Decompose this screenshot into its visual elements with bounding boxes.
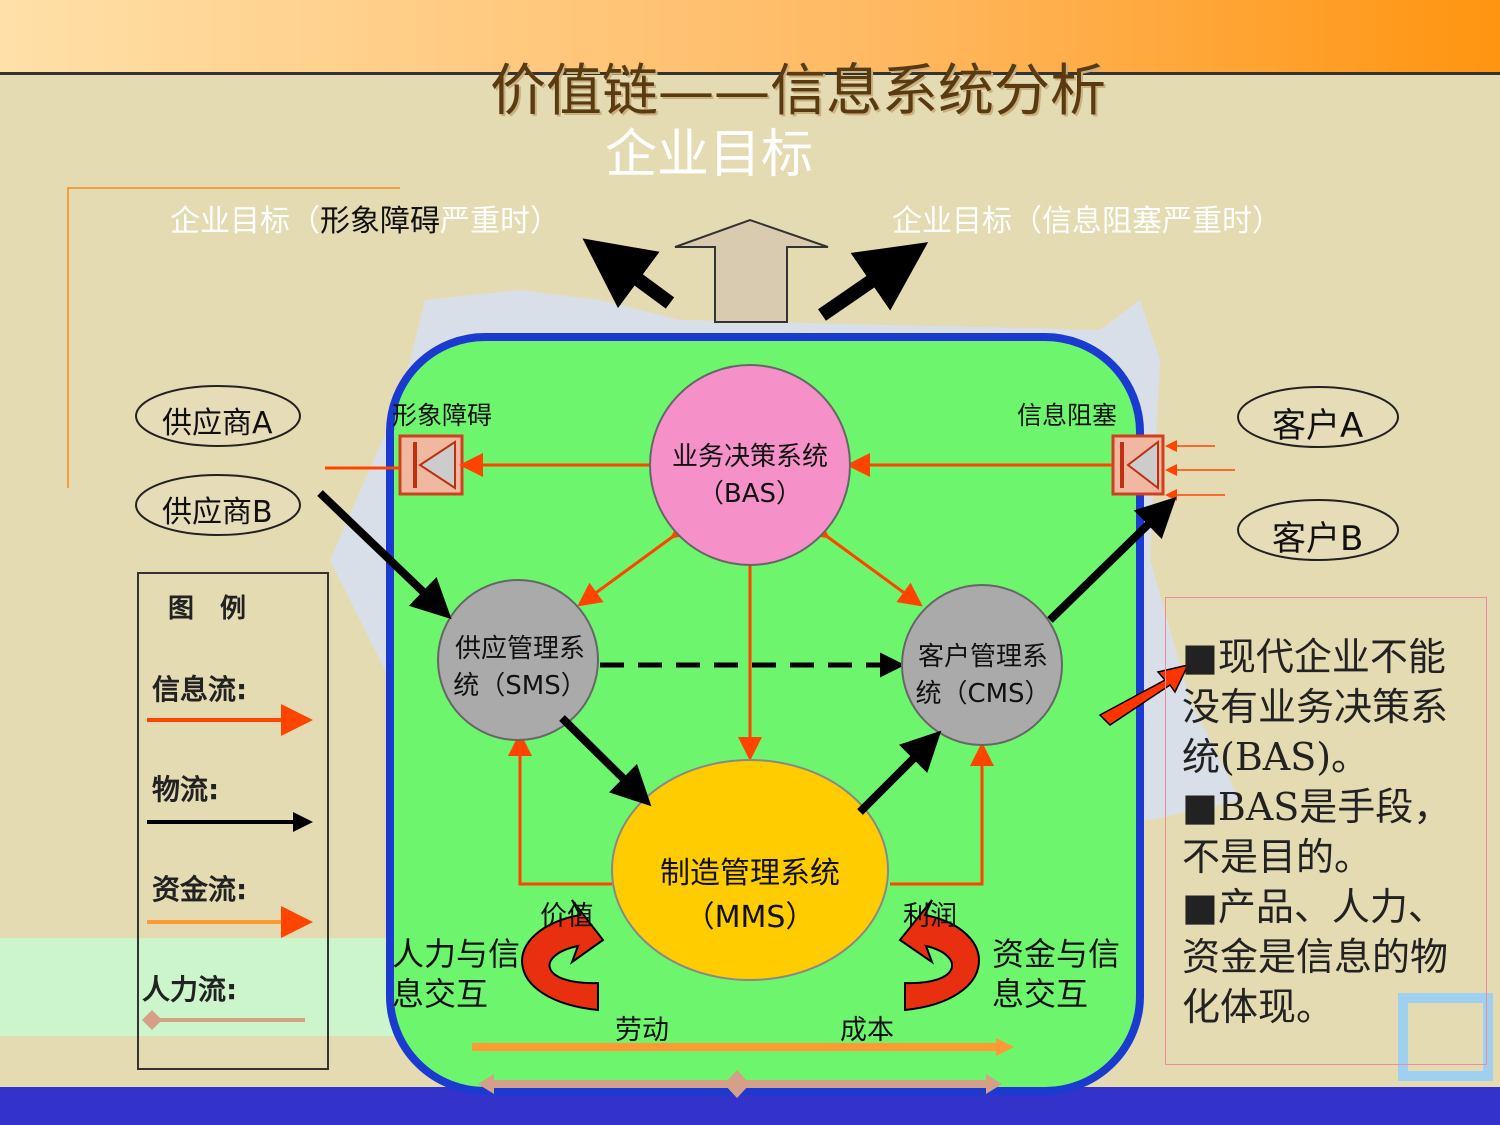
bas-name: 业务决策系统 [671, 442, 828, 472]
note-box [1165, 597, 1487, 1065]
note-text: ■现代企业不能没有业务决策系统(BAS)。 ■BAS是手段，不是目的。 ■产品、… [1182, 632, 1482, 1032]
value-label: 价值 [540, 901, 594, 932]
node-bas [649, 364, 851, 566]
cms-label: 客户管理系统（CMS） [903, 636, 1063, 710]
mms-name: 制造管理系统 [660, 856, 840, 891]
goal-left-b: 形象障碍 [320, 204, 440, 239]
barrier-left-label: 形象障碍 [392, 401, 493, 430]
barrier-left-icon [398, 434, 464, 496]
profit-label: 利润 [903, 901, 957, 932]
customer-a: 客户A [1272, 406, 1364, 446]
legend-title: 图 例 [168, 594, 247, 624]
note-2: ■BAS是手段，不是目的。 [1182, 785, 1452, 879]
node-mms [611, 759, 889, 981]
arrow-to-left-goal [582, 238, 675, 309]
hr-info-1: 人力与信 [392, 935, 521, 973]
goal-heading: 企业目标 [605, 125, 814, 185]
goal-left-a: 企业目标（ [170, 204, 320, 239]
fund-info-2: 息交互 [992, 975, 1089, 1013]
decor-line [67, 187, 400, 488]
supplier-a: 供应商A [162, 406, 273, 441]
legend-hr-flow: 人力流: [142, 973, 238, 1006]
node-cms [901, 584, 1063, 746]
customer-b: 客户B [1272, 519, 1364, 559]
labor-label: 劳动 [615, 1015, 669, 1046]
hr-info-2: 息交互 [392, 975, 489, 1013]
legend-material-flow: 物流: [152, 773, 220, 806]
cms-abbr: 统（CMS） [915, 679, 1051, 709]
sms-label: 供应管理系统（SMS） [440, 628, 600, 702]
curved-arrow-right-icon [898, 899, 980, 1012]
cms-name: 客户管理系 [917, 642, 1048, 672]
arrow-to-right-goal [818, 242, 929, 321]
up-arrow-icon [674, 218, 829, 323]
barrier-right-label: 信息阻塞 [1017, 401, 1118, 430]
goal-left: 企业目标（形象障碍严重时） [170, 196, 560, 240]
goal-left-c: 严重时） [440, 204, 560, 239]
bas-abbr: （BAS） [697, 479, 803, 509]
legend-fund-flow: 资金流: [152, 873, 248, 906]
curved-arrow-left-icon [521, 899, 605, 1012]
note-1: ■现代企业不能没有业务决策系统(BAS)。 [1182, 635, 1449, 779]
goal-right: 企业目标（信息阻塞严重时） [892, 204, 1282, 239]
fund-info-label: 资金与信息交互 [992, 934, 1120, 1014]
note-3: ■产品、人力、资金是信息的物化体现。 [1182, 885, 1449, 1029]
supplier-b: 供应商B [162, 495, 273, 530]
sms-abbr: 统（SMS） [453, 671, 587, 701]
sms-name: 供应管理系 [454, 634, 585, 664]
note-pointer-arrow [1098, 663, 1190, 726]
fund-info-1: 资金与信 [992, 935, 1121, 973]
node-sms [437, 579, 599, 741]
hr-info-label: 人力与信息交互 [392, 934, 520, 1014]
legend-box [137, 572, 329, 1070]
mms-abbr: （MMS） [684, 900, 816, 935]
header-band [0, 0, 1500, 75]
cost-label: 成本 [840, 1015, 894, 1046]
legend-info-flow: 信息流: [152, 673, 248, 706]
barrier-right-icon [1111, 434, 1165, 496]
corner-decor [1398, 993, 1493, 1081]
mms-label: 制造管理系统 （MMS） [630, 848, 870, 936]
bas-label: 业务决策系统 （BAS） [650, 436, 850, 510]
page-title: 价值链——信息系统分析 [490, 59, 1106, 124]
